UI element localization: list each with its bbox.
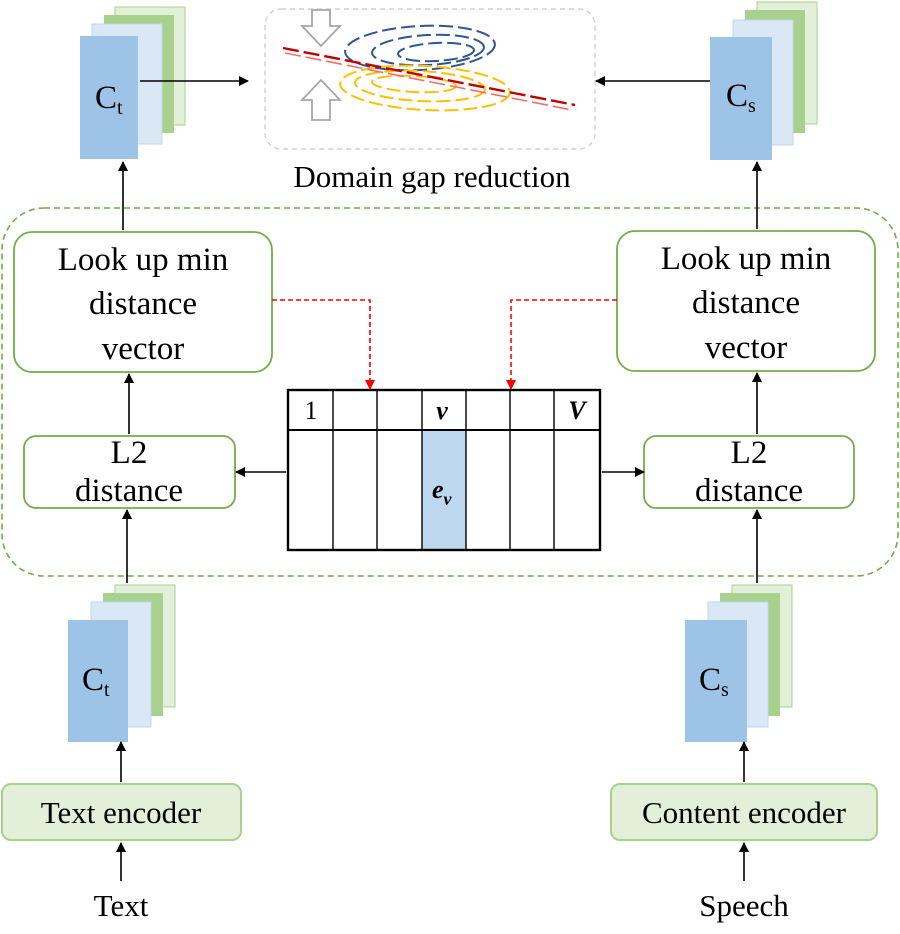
l2-line2: distance [695,473,803,509]
speech-feature-stack-top: Cs [710,1,818,160]
lookup-line1: Look up min [58,242,229,278]
lookup-line2: distance [89,286,197,322]
text-encoder-label: Text encoder [41,795,202,830]
text-feature-stack-top: Ct [80,6,186,159]
codebook-last-index: V [568,396,588,425]
red-arrow-lookup-left [272,299,375,390]
l2-line1: L2 [111,435,148,471]
codebook-table: 1 v V ev [286,388,602,552]
lookup-line2: distance [692,285,800,321]
svg-text:Cs: Cs [699,662,729,701]
lookup-line3: vector [705,330,787,366]
l2-distance-box-right: L2 distance [643,435,855,509]
l2-distance-box-left: L2 distance [23,435,236,509]
domain-gap-illustration [264,8,596,150]
svg-text:Ct: Ct [95,80,123,119]
stack-sub-label: s [721,679,729,701]
shared-codebook-region [1,207,899,577]
stack-main-label: C [726,78,748,114]
codebook-first-index: 1 [305,396,318,425]
lookup-line1: Look up min [661,241,832,277]
down-arrow-icon [299,9,343,48]
lookup-box-right: Look up min distance vector [616,230,876,372]
domain-gap-title: Domain gap reduction [293,159,571,194]
l2-line2: distance [75,473,183,509]
entry-sub-label: v [444,489,453,509]
red-arrow-lookup-right [506,299,617,390]
content-encoder-box: Content encoder [610,783,878,841]
entry-main-label: e [432,475,444,504]
text-feature-stack-bottom: Ct [68,584,176,742]
lookup-box-left: Look up min distance vector [13,231,273,373]
speech-feature-stack-bottom: Cs [685,584,793,742]
svg-text:Ct: Ct [82,662,110,701]
stack-main-label: C [82,662,104,698]
text-input-label: Text [94,888,149,923]
l2-line1: L2 [731,435,768,471]
stack-sub-label: t [117,97,123,119]
stack-sub-label: s [748,95,756,117]
stack-main-label: C [95,80,117,116]
stack-main-label: C [699,662,721,698]
codebook-mid-index: v [436,396,448,425]
lookup-line3: vector [102,331,184,367]
content-encoder-label: Content encoder [642,795,847,830]
svg-text:Cs: Cs [726,78,756,117]
highlighted-entry [422,430,466,550]
svg-text:ev: ev [432,475,453,509]
stack-sub-label: t [104,679,110,701]
up-arrow-icon [299,78,343,121]
speech-input-label: Speech [699,888,789,923]
text-encoder-box: Text encoder [1,783,242,841]
